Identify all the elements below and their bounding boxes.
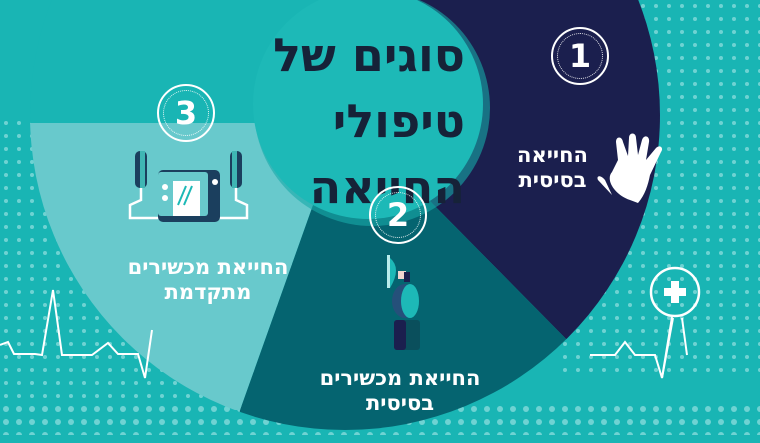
segment-2-label: החייאת מכשירים בסיסית bbox=[310, 366, 490, 416]
segment-1-label-line-2: בסיסית bbox=[518, 168, 587, 192]
ecg-line-left bbox=[0, 289, 153, 379]
step-2-number: 2 bbox=[386, 196, 410, 234]
segment-3-label-line-1: החייאת מכשירים bbox=[127, 255, 289, 279]
step-2-badge: 2 bbox=[369, 186, 427, 244]
segment-1-label-line-1: החייאה bbox=[517, 143, 588, 167]
step-1-number: 1 bbox=[568, 37, 592, 75]
slice-3-advanced-device bbox=[30, 115, 345, 410]
medical-plus-icon bbox=[649, 266, 701, 318]
segment-1-label: החייאה בסיסית bbox=[510, 143, 595, 193]
page-title: סוגים של טיפולי החייאה bbox=[255, 22, 465, 220]
hands-cpr-icon bbox=[597, 133, 663, 203]
title-circle bbox=[253, 0, 483, 219]
title-line-1: סוגים של טיפולי bbox=[273, 28, 465, 148]
slice-2-basic-device bbox=[200, 115, 600, 430]
segment-3-label-line-2: מתקדמת bbox=[164, 280, 252, 304]
segment-2-label-line-2: בסיסית bbox=[365, 391, 435, 415]
bag-valve-mask-icon bbox=[387, 255, 420, 350]
defibrillator-icon bbox=[128, 151, 249, 222]
step-3-number: 3 bbox=[174, 94, 198, 132]
title-line-2: החייאה bbox=[309, 160, 465, 214]
segment-2-label-line-1: החייאת מכשירים bbox=[319, 366, 481, 390]
step-1-badge: 1 bbox=[551, 27, 609, 85]
segment-3-label: החייאת מכשירים מתקדמת bbox=[118, 255, 298, 305]
step-3-badge: 3 bbox=[157, 84, 215, 142]
